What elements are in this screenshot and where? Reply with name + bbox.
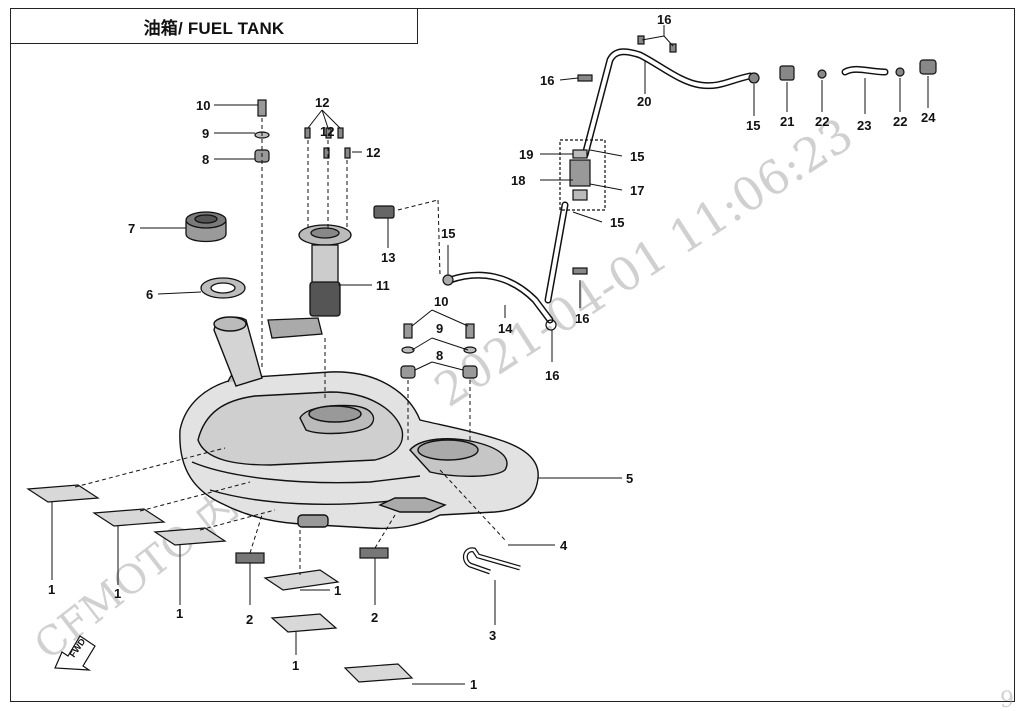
callout-22b: 22 bbox=[893, 114, 907, 129]
fuel-cap bbox=[185, 211, 227, 243]
callout-2b: 2 bbox=[371, 610, 378, 625]
callout-1f: 1 bbox=[470, 677, 477, 692]
callout-10a: 10 bbox=[196, 98, 210, 113]
mounting-stud-right bbox=[400, 323, 478, 379]
callout-16c: 16 bbox=[575, 311, 589, 326]
callout-2a: 2 bbox=[246, 612, 253, 627]
forward-arrow-icon bbox=[54, 635, 96, 671]
callout-3: 3 bbox=[489, 628, 496, 643]
callout-1c: 1 bbox=[176, 606, 183, 621]
filler-neck bbox=[213, 316, 263, 387]
callout-1a: 1 bbox=[48, 582, 55, 597]
callout-16b: 16 bbox=[657, 12, 671, 27]
callout-7: 7 bbox=[128, 221, 135, 236]
mounting-stud-left bbox=[254, 99, 270, 163]
callout-17: 17 bbox=[630, 183, 644, 198]
callout-15c: 15 bbox=[630, 149, 644, 164]
callout-15b: 15 bbox=[746, 118, 760, 133]
callout-5: 5 bbox=[626, 471, 633, 486]
callout-10b: 10 bbox=[434, 294, 448, 309]
callout-9a: 9 bbox=[202, 126, 209, 141]
callout-13: 13 bbox=[381, 250, 395, 265]
callout-15a: 15 bbox=[441, 226, 455, 241]
callout-24: 24 bbox=[921, 110, 936, 125]
callout-9b: 9 bbox=[436, 321, 443, 336]
callout-6: 6 bbox=[146, 287, 153, 302]
callout-1b: 1 bbox=[114, 586, 121, 601]
callout-22a: 22 bbox=[815, 114, 829, 129]
foam-pads bbox=[26, 484, 414, 683]
fuel-filter-group bbox=[559, 139, 606, 211]
callout-19: 19 bbox=[519, 147, 533, 162]
gasket-ring bbox=[200, 277, 246, 299]
callout-12c: 12 bbox=[366, 145, 380, 160]
fuel-hose-inner bbox=[448, 49, 887, 322]
quick-connector bbox=[373, 205, 395, 219]
fuel-connectors bbox=[442, 35, 937, 331]
callout-16a: 16 bbox=[540, 73, 554, 88]
callout-16d: 16 bbox=[545, 368, 559, 383]
diagram-title: 油箱/ FUEL TANK bbox=[10, 8, 418, 44]
callout-21: 21 bbox=[780, 114, 794, 129]
callout-1e: 1 bbox=[292, 658, 299, 673]
callout-11: 11 bbox=[376, 278, 390, 293]
callout-12a: 12 bbox=[315, 95, 329, 110]
callout-8a: 8 bbox=[202, 152, 209, 167]
callout-23: 23 bbox=[857, 118, 871, 133]
corner-watermark: 9 bbox=[1000, 688, 1014, 711]
callout-8b: 8 bbox=[436, 348, 443, 363]
callout-1d: 1 bbox=[334, 583, 341, 598]
callout-labels: 10 9 8 7 6 12 12 12 11 13 15 10 9 8 14 1… bbox=[48, 12, 936, 692]
leader-lines bbox=[51, 25, 929, 685]
callout-12b: 12 bbox=[320, 124, 334, 139]
callout-14: 14 bbox=[498, 321, 513, 336]
pump-screws bbox=[304, 127, 351, 159]
callout-15d: 15 bbox=[610, 215, 624, 230]
callout-18: 18 bbox=[511, 173, 525, 188]
fuel-pump-assembly bbox=[267, 224, 352, 339]
callout-20: 20 bbox=[637, 94, 651, 109]
callout-4: 4 bbox=[560, 538, 568, 553]
drawing-frame bbox=[10, 8, 1015, 702]
fuel-tank-body bbox=[179, 366, 539, 530]
